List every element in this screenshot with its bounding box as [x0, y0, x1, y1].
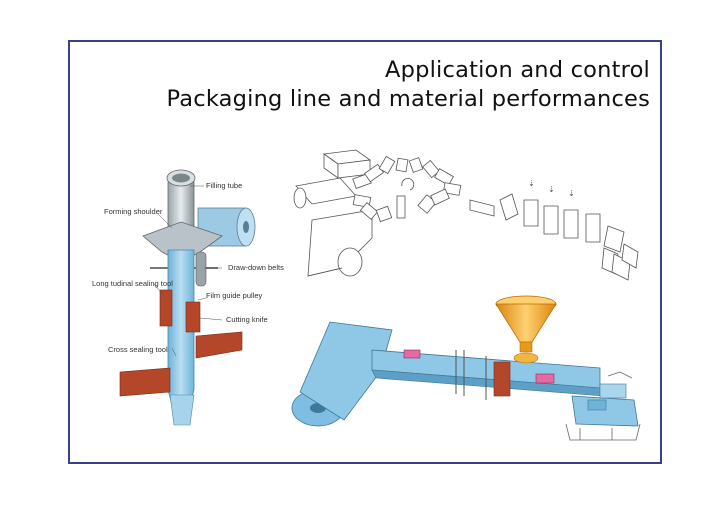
label-draw-down-belts: Draw-down belts: [228, 263, 284, 272]
cross-sealing-jaw-left: [119, 367, 171, 397]
sealing-unit: [493, 361, 511, 397]
label-filling-tube: Filling tube: [206, 181, 242, 190]
carousel: [352, 155, 462, 223]
label-longitudinal-sealing-tool: Long tudinal sealing tool: [92, 279, 173, 288]
title-line-1: Application and control: [385, 57, 650, 83]
product-pink: [403, 349, 421, 359]
form-fill-seal-illustration: Filling tube Forming shoulder Draw-down …: [92, 169, 284, 426]
draw-down-belt: [195, 251, 207, 287]
product-pink: [535, 373, 555, 384]
film-tube: [167, 249, 195, 421]
film-guide-pulley: [185, 301, 201, 333]
label-cutting-knife: Cutting knife: [226, 315, 268, 324]
carton-line-sketch: ⇣ ⇣ ⇣: [293, 149, 639, 281]
cross-sealing-jaw-right: [195, 331, 243, 359]
flow-wrap-line-illustration: [291, 295, 641, 441]
title-line-2: Packaging line and material performances: [166, 86, 650, 112]
svg-text:⇣: ⇣: [528, 179, 535, 188]
product-hopper: [495, 295, 557, 364]
svg-text:⇣: ⇣: [568, 189, 575, 198]
carton-conveyor: ⇣ ⇣ ⇣: [469, 179, 639, 281]
label-forming-shoulder: Forming shoulder: [104, 207, 163, 216]
slide-title: Application and control Packaging line a…: [167, 56, 651, 114]
label-cross-sealing-tool: Cross sealing tool: [108, 345, 168, 354]
label-film-guide-pulley: Film guide pulley: [206, 291, 263, 300]
svg-text:⇣: ⇣: [548, 185, 555, 194]
longitudinal-sealing-tool: [159, 289, 173, 327]
